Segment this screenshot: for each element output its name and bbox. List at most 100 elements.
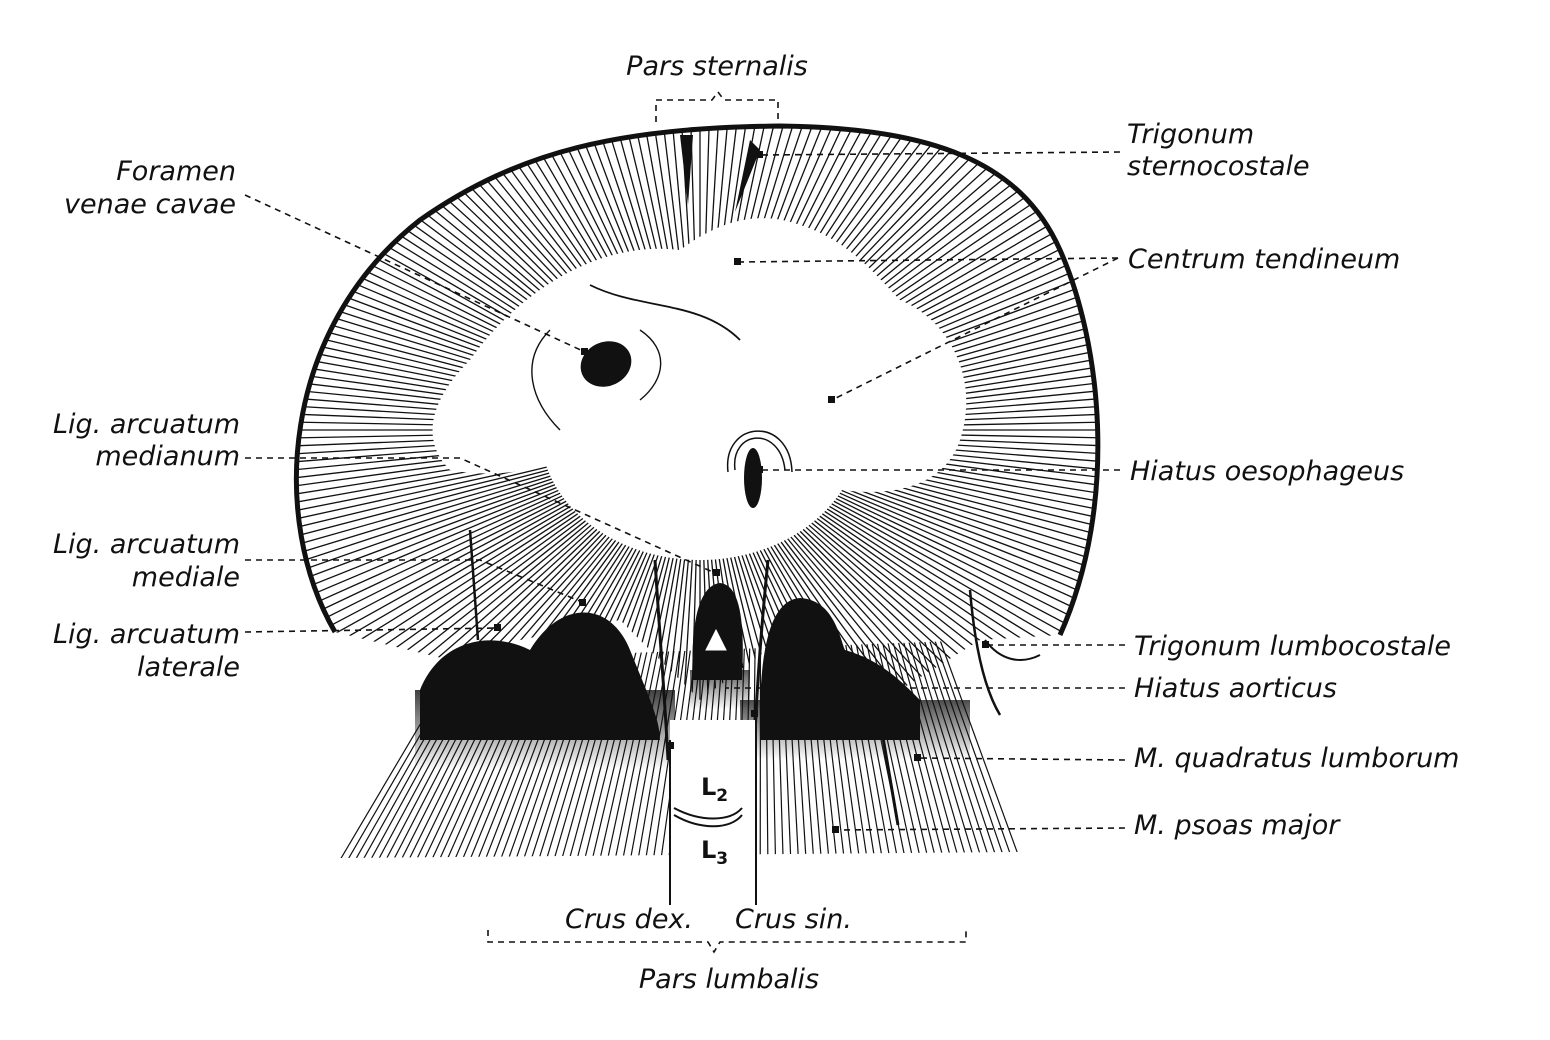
fibre-line <box>674 559 693 700</box>
disc-line <box>673 807 743 820</box>
hiatus-oesophageus-opening <box>744 448 762 508</box>
aorta-arrow <box>705 628 727 651</box>
lateral-border <box>468 529 480 641</box>
psoas-major-leader <box>834 827 1126 831</box>
label-hiatus-aorticus: Hiatus aorticus <box>1134 673 1337 704</box>
fibre-line <box>847 478 1098 589</box>
label-pars-lumbalis: Pars lumbalis <box>639 964 819 995</box>
fibre-line <box>799 530 1027 700</box>
pointer-dot <box>756 466 763 473</box>
tendon-contour-line <box>531 329 561 431</box>
label-psoas-major: M. psoas major <box>1134 810 1341 841</box>
fibre-line <box>296 475 551 580</box>
fibre-line <box>296 472 550 571</box>
label-trigonum-sternocostale-line1: Trigonum <box>1127 119 1254 150</box>
lumbocostal-border <box>968 589 1002 716</box>
fibre-line <box>345 524 592 700</box>
label-lig-mediale-line1: Lig. arcuatum <box>53 529 240 560</box>
pointer-dot <box>713 569 720 576</box>
fibre-line <box>839 492 1098 635</box>
label-lig-laterale-line1: Lig. arcuatum <box>53 619 240 650</box>
psoas-edge <box>878 719 900 826</box>
sternocostal-notch <box>735 140 760 212</box>
trigonum-sternocostale-leader <box>759 151 1121 156</box>
pointer-dot <box>828 396 835 403</box>
oesophageal-contour <box>734 437 786 471</box>
label-centrum-tendineum: Centrum tendineum <box>1128 244 1400 275</box>
lig-laterale-leader <box>244 627 498 633</box>
fibre-line <box>296 487 557 617</box>
arcuate-arches <box>415 583 970 770</box>
fibre-line <box>296 463 546 541</box>
tendon-contour-line <box>639 329 662 401</box>
pointer-dot <box>579 599 586 606</box>
label-lig-mediale-line2: mediale <box>132 562 240 593</box>
pointer-dot <box>756 151 763 158</box>
lumbocostal-border <box>984 639 1041 661</box>
pointer-dot <box>581 348 588 355</box>
vertebra-l2: L2 <box>701 773 728 806</box>
quadratus-lumborum-leader <box>917 757 1126 761</box>
fibre-line <box>802 528 1036 700</box>
fibre-line <box>354 526 595 700</box>
pointer-dot <box>751 710 758 717</box>
fibre-line <box>939 640 1018 858</box>
fibre-line <box>841 489 1098 626</box>
fibre-line <box>805 526 1046 700</box>
centrum-tendineum-shape <box>432 218 967 492</box>
label-crus-sin: Crus sin. <box>735 904 852 935</box>
vertebral-gap <box>670 720 756 900</box>
lig-mediale-leader <box>245 559 583 603</box>
fibre-line <box>661 559 690 700</box>
label-pars-sternalis: Pars sternalis <box>626 51 808 82</box>
fibre-line <box>686 559 697 700</box>
fibre-line <box>808 524 1055 700</box>
centrum-tendineum-leader-1 <box>737 257 1119 263</box>
fibre-line <box>783 540 975 700</box>
pointer-dot <box>832 826 839 833</box>
fibre-line <box>296 478 553 589</box>
oesophageal-contour <box>727 430 793 473</box>
fibre-line <box>296 484 556 608</box>
label-lig-laterale-line2: laterale <box>137 652 240 683</box>
fibre-line <box>934 640 1013 858</box>
diaphragm-outline <box>293 123 1101 637</box>
fibre-line <box>844 484 1098 608</box>
fibre-line <box>846 481 1098 599</box>
centrum-tendineum-leader-2 <box>831 257 1119 401</box>
label-foramen-line1: Foramen <box>116 156 236 187</box>
foramen-leader <box>244 194 586 353</box>
label-crus-dex: Crus dex. <box>565 904 693 935</box>
fibre-line <box>636 558 682 700</box>
label-trigonum-lumbocostale: Trigonum lumbocostale <box>1134 631 1451 662</box>
fibre-line <box>843 487 1098 617</box>
fibre-line <box>793 534 1007 700</box>
label-foramen-line2: venae cavae <box>64 189 236 220</box>
tendon-contour-line <box>589 284 741 341</box>
pointer-dot <box>734 258 741 265</box>
fibre-line <box>364 528 598 700</box>
fibre-line <box>850 472 1098 571</box>
label-hiatus-oesophageus: Hiatus oesophageus <box>1130 456 1404 487</box>
pointer-dot <box>914 754 921 761</box>
sternocostal-notch <box>680 135 693 205</box>
fibre-line <box>624 558 678 700</box>
label-lig-medianum-line1: Lig. arcuatum <box>53 409 240 440</box>
pars-lumbalis-bracket <box>487 930 967 954</box>
label-quadratus-lumborum: M. quadratus lumborum <box>1134 743 1459 774</box>
vertebra-l3: L3 <box>701 836 728 869</box>
fibre-line <box>790 536 996 700</box>
disc-line <box>673 814 743 828</box>
pars-sternalis-bracket <box>655 90 779 122</box>
label-lig-medianum-line2: medianum <box>95 441 240 472</box>
fibre-line <box>296 481 554 599</box>
fibre-line <box>649 559 686 700</box>
fibre-line <box>796 532 1017 700</box>
fibre-line <box>835 498 1098 653</box>
lig-medianum-leader <box>245 457 716 574</box>
pointer-dot <box>982 641 989 648</box>
fibre-line <box>296 469 548 561</box>
foramen-venae-cavae-opening <box>580 341 632 387</box>
